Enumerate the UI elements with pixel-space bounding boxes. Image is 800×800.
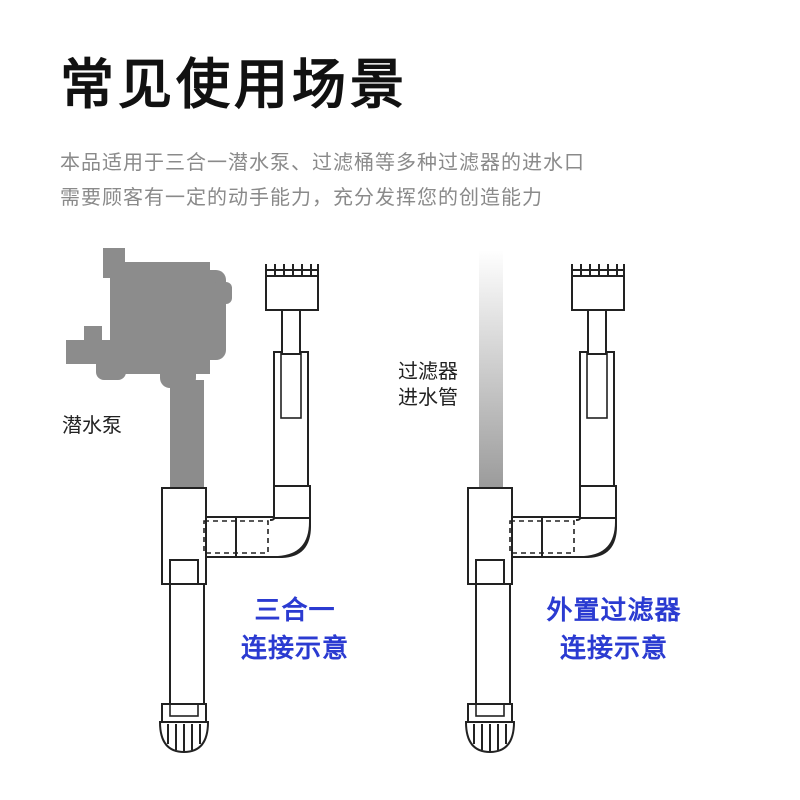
inlet-label-line-2: 进水管 (398, 385, 458, 409)
right-caption-line-2: 连接示意 (559, 634, 668, 664)
left-caption-line-1: 三合一 (254, 596, 336, 626)
page-title: 常见使用场景 (60, 53, 408, 116)
pump-label: 潜水泵 (62, 413, 122, 437)
filter-inlet-pipe (479, 250, 503, 490)
description-line-1: 本品适用于三合一潜水泵、过滤桶等多种过滤器的进水口 (60, 150, 585, 174)
left-caption-line-2: 连接示意 (240, 634, 349, 664)
submersible-pump-illustration (66, 248, 232, 490)
right-caption-line-1: 外置过滤器 (546, 596, 682, 626)
inlet-label-line-1: 过滤器 (398, 359, 458, 383)
description-line-2: 需要顾客有一定的动手能力，充分发挥您的创造能力 (60, 185, 543, 209)
right-caption: 外置过滤器 连接示意 (524, 592, 704, 668)
left-caption: 三合一 连接示意 (220, 592, 370, 668)
